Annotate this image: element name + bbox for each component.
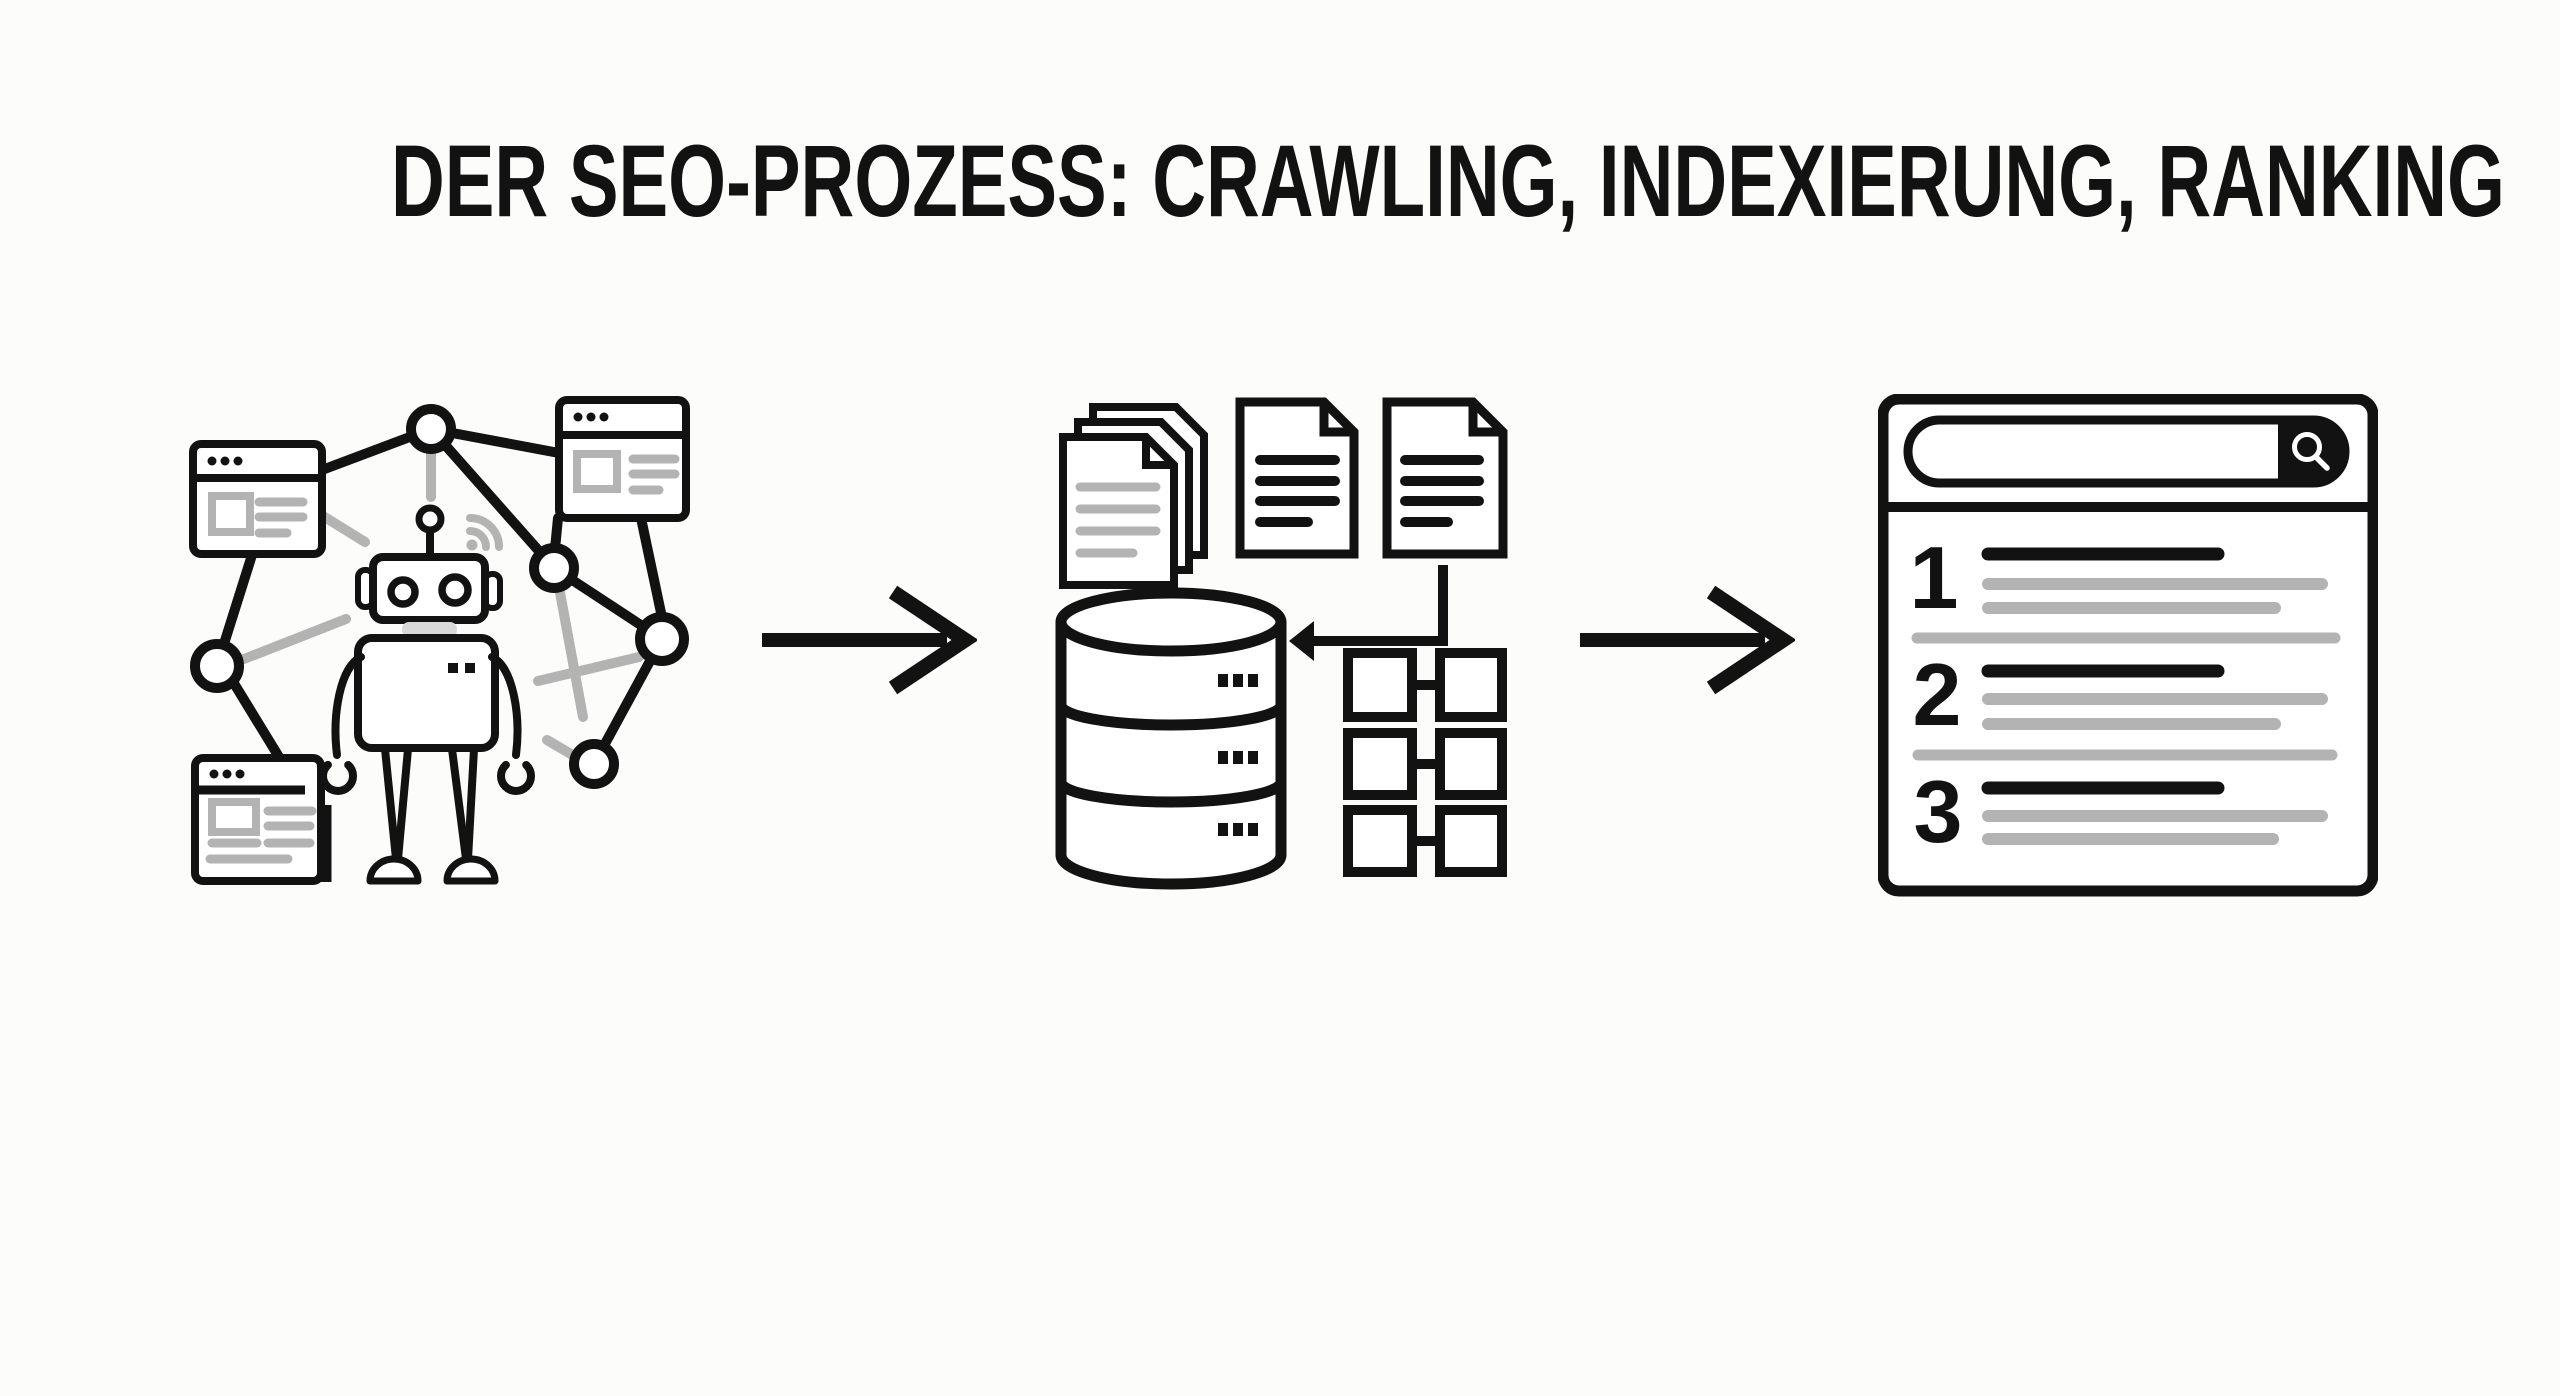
- browser-window-top-right-icon: [555, 396, 690, 522]
- robot-eye: [387, 576, 419, 608]
- wifi-icon: [466, 514, 503, 551]
- search-results-icon: 1 2 3: [1878, 394, 2378, 897]
- stage-crawling: [175, 385, 740, 915]
- arrow-right-icon: [1580, 585, 1795, 695]
- document-icon: [1235, 397, 1359, 559]
- robot-antenna-icon: [415, 504, 445, 534]
- robot-foot: [366, 855, 422, 885]
- rank-number: 2: [1913, 645, 1962, 744]
- window-dots-icon: [207, 456, 243, 466]
- robot-legs: [381, 745, 478, 863]
- robot-hand: [497, 757, 535, 795]
- magnifier-icon: [2292, 432, 2330, 471]
- arrow-right-icon: [762, 585, 977, 695]
- arrow-left-icon: [1289, 565, 1448, 661]
- stage-indexierung: [1055, 395, 1515, 895]
- browser-window-top-left-icon: [189, 440, 326, 558]
- robot-hand: [319, 757, 357, 795]
- database-icon: [1055, 587, 1287, 890]
- stage-ranking: 1 2 3: [1878, 394, 2378, 904]
- document-icon: [1382, 397, 1508, 559]
- robot-body: [354, 634, 499, 752]
- sitemap-icon: [1343, 648, 1507, 877]
- serp-window: [1878, 394, 2378, 897]
- robot-icon: [319, 504, 535, 885]
- search-bar: [1903, 415, 2350, 488]
- search-input: [1903, 415, 2350, 488]
- serp-result-3: 3: [1914, 762, 2328, 861]
- diagram-title-text: DER SEO-PROZESS: CRAWLING, INDEXIERUNG, …: [390, 124, 2505, 238]
- diagram-title: DER SEO-PROZESS: CRAWLING, INDEXIERUNG, …: [0, 121, 2560, 241]
- network-node-icons: [190, 404, 689, 789]
- browser-window-bottom-left-icon: [191, 754, 332, 885]
- robot-foot: [443, 855, 499, 885]
- serp-result-1: 1: [1910, 528, 2328, 627]
- network-edges-gray: [239, 444, 644, 762]
- rank-number: 1: [1910, 528, 1959, 627]
- rank-number: 3: [1914, 762, 1963, 861]
- robot-eye: [438, 573, 472, 607]
- database-dots: [1218, 674, 1258, 836]
- robot-crawler-network-icon: [189, 396, 690, 885]
- window-dots-icon: [573, 412, 609, 422]
- documents-database-icon: [1055, 397, 1508, 890]
- serp-result-2: 2: [1913, 645, 2328, 744]
- window-dots-icon: [209, 769, 245, 779]
- document-stack-icon: [1059, 403, 1208, 589]
